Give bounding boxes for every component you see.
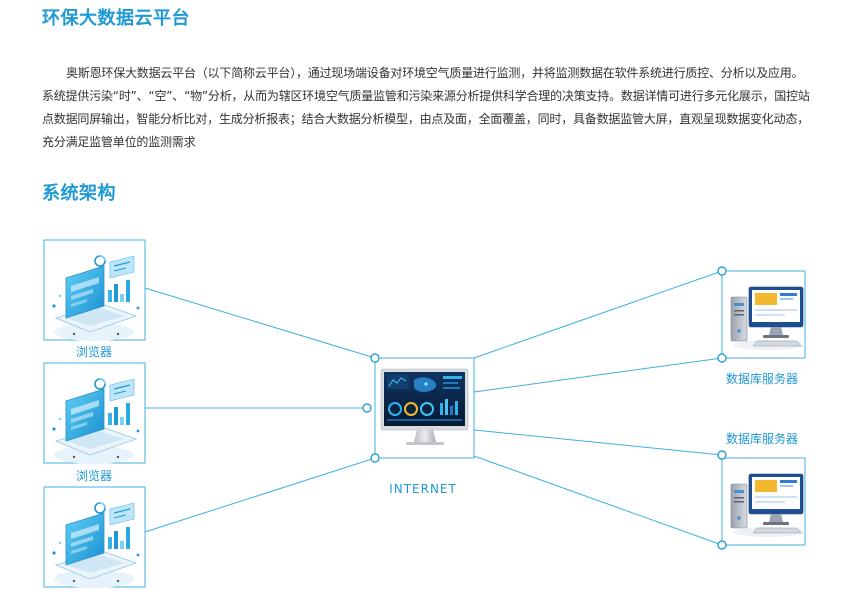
connector-server-1-bottom [473,357,723,393]
connector-client-1 [144,287,376,359]
port-server-2-top [717,450,727,460]
port-server-1-top [717,266,727,276]
port-hub-top-left [370,353,380,363]
port-hub-bottom-left [370,453,380,463]
client-node-3 [43,486,146,589]
connector-server-2-top [473,429,723,456]
client-label-1: 浏览器 [76,344,112,359]
architecture-title: 系统架构 [42,183,116,204]
monitor-icon [380,368,469,445]
client-node-2 [43,362,146,465]
page-title: 环保大数据云平台 [42,8,190,29]
intro-paragraph: 奥斯恩环保大数据云平台（以下简称云平台），通过现场端设备对环境空气质量进行监测，… [42,66,810,149]
port-hub-mid-left [362,403,372,413]
connector-server-2-bottom [473,455,723,546]
internet-hub [374,357,475,459]
server-label-1: 数据库服务器 [726,371,798,386]
connector-client-3 [144,457,376,533]
server-label-2: 数据库服务器 [726,431,798,446]
hub-label: INTERNET [389,482,457,496]
port-server-1-bottom [717,353,727,363]
server-node-1 [721,270,806,359]
port-server-2-bottom [717,540,727,550]
connector-server-1-top [473,270,723,359]
client-node-1 [43,239,146,342]
server-node-2: 数据库服务器 [721,431,806,546]
client-label-2: 浏览器 [76,468,112,483]
